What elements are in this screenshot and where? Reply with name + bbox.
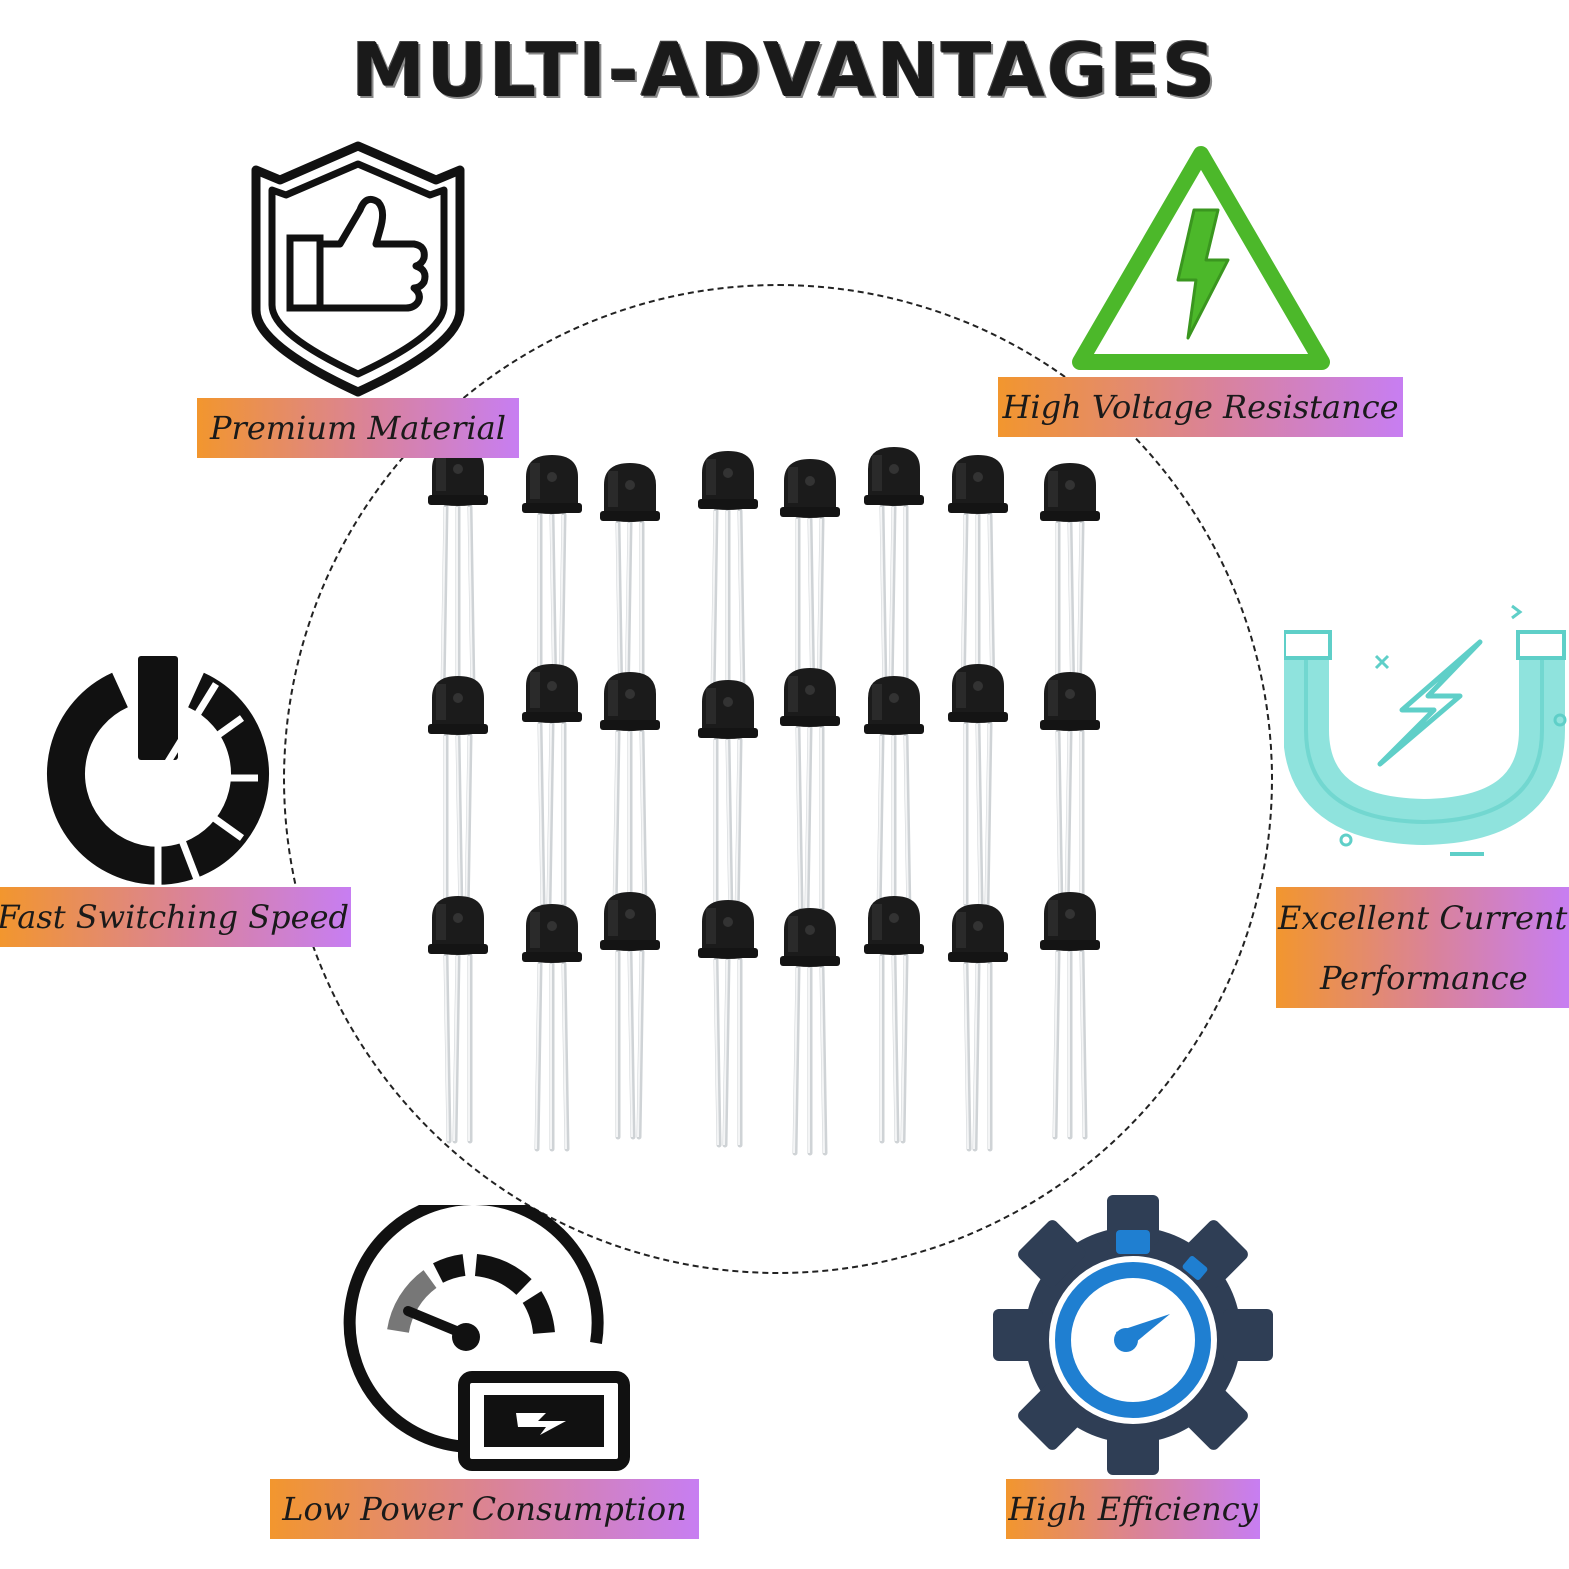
label-fast-switching: Fast Switching Speed	[0, 887, 351, 947]
label-high-efficiency: High Efficiency	[1006, 1479, 1260, 1539]
transistor	[1040, 892, 1100, 1140]
transistor	[428, 896, 488, 1144]
transistor	[600, 672, 660, 915]
transistor	[522, 664, 582, 907]
transistor	[698, 900, 758, 1148]
label-excellent-current-line1: Excellent Current	[1278, 898, 1568, 937]
label-high-voltage: High Voltage Resistance	[998, 377, 1403, 437]
power-loading-icon	[47, 656, 269, 886]
gear-stopwatch-icon	[993, 1195, 1273, 1475]
transistor	[864, 896, 924, 1144]
transistor	[600, 463, 660, 711]
dashed-circle	[283, 284, 1273, 1274]
label-low-power-text: Low Power Consumption	[282, 1490, 687, 1528]
transistor	[948, 904, 1008, 1152]
magnet-lightning-icon	[1284, 604, 1567, 856]
label-fast-switching-text: Fast Switching Speed	[0, 898, 349, 936]
label-excellent-current-line2: Performance	[1320, 958, 1528, 997]
transistor	[698, 680, 758, 923]
transistor	[698, 451, 758, 699]
label-high-efficiency-text: High Efficiency	[1008, 1490, 1258, 1528]
label-low-power: Low Power Consumption	[270, 1479, 699, 1539]
label-high-voltage-text: High Voltage Resistance	[1002, 388, 1399, 426]
transistor	[522, 904, 582, 1152]
transistor	[780, 668, 840, 911]
label-premium-material: Premium Material	[197, 398, 519, 458]
transistor	[1040, 672, 1100, 915]
label-excellent-current: Excellent Current Performance	[1276, 887, 1569, 1008]
speedometer-battery-icon	[343, 1205, 630, 1471]
transistor	[864, 447, 924, 695]
shield-thumbs-up-icon	[251, 141, 465, 397]
label-premium-material-text: Premium Material	[210, 409, 506, 447]
transistor	[600, 892, 660, 1140]
transistor	[864, 676, 924, 919]
page-title: MULTI-ADVANTAGES	[351, 28, 1218, 114]
transistor	[522, 455, 582, 703]
transistor	[780, 459, 840, 707]
transistor	[948, 455, 1008, 703]
high-voltage-warning-icon	[1072, 146, 1330, 370]
transistor	[1040, 463, 1100, 711]
transistor	[948, 664, 1008, 907]
transistor	[780, 908, 840, 1156]
transistor	[428, 676, 488, 919]
transistor	[428, 447, 488, 695]
